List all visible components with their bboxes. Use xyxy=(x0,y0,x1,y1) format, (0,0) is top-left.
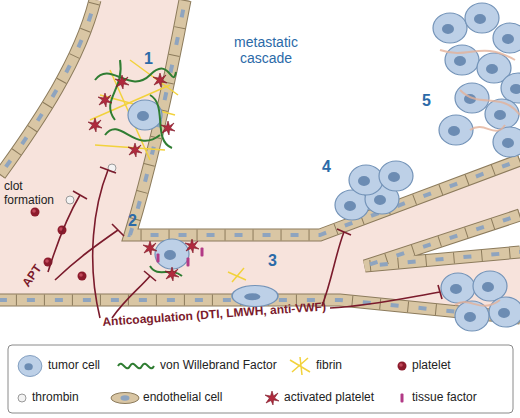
vessel-wall xyxy=(0,0,520,318)
callout-number: 1 xyxy=(144,50,153,68)
legend-item: activated platelet xyxy=(284,391,374,405)
extravasating-tumor-cell xyxy=(228,268,278,307)
callout-number: 3 xyxy=(268,252,277,270)
legend-item: endothelial cell xyxy=(143,391,222,405)
vwf-strands xyxy=(95,60,176,148)
metastasis xyxy=(433,3,520,331)
diagram-title: metastatic cascade xyxy=(226,34,306,66)
legend-text: endothelial cell xyxy=(143,390,222,404)
vessel-lumen xyxy=(0,0,520,318)
legend-text: tissue factor xyxy=(412,390,477,404)
callout-number: 5 xyxy=(422,92,431,110)
legend-item: platelet xyxy=(412,359,451,373)
legend-item: von Willebrand Factor xyxy=(160,359,277,373)
legend-item: tissue factor xyxy=(412,391,477,405)
fibrin-strands xyxy=(90,60,178,160)
legend-item: fibrin xyxy=(316,359,342,373)
legend-frame xyxy=(8,345,513,413)
callout-number: 2 xyxy=(128,212,137,230)
process-note: clot formation xyxy=(4,180,68,208)
thrombin xyxy=(66,164,116,204)
legend-item: tumor cell xyxy=(48,359,100,373)
adhered-tumor-cell xyxy=(143,239,204,281)
legend-text: fibrin xyxy=(316,358,342,372)
legend-text: tumor cell xyxy=(48,358,100,372)
clot xyxy=(66,60,178,204)
legend-item: thrombin xyxy=(32,391,79,405)
legend-text: thrombin xyxy=(32,390,79,404)
legend-text: von Willebrand Factor xyxy=(160,358,277,372)
activated-platelets xyxy=(88,73,175,157)
legend-samples xyxy=(18,356,407,406)
micrometastasis xyxy=(335,161,413,220)
callout-number: 4 xyxy=(322,158,331,176)
legend-text: activated platelet xyxy=(284,390,374,404)
inhibition-lines xyxy=(48,167,442,318)
legend-text: platelet xyxy=(412,358,451,372)
